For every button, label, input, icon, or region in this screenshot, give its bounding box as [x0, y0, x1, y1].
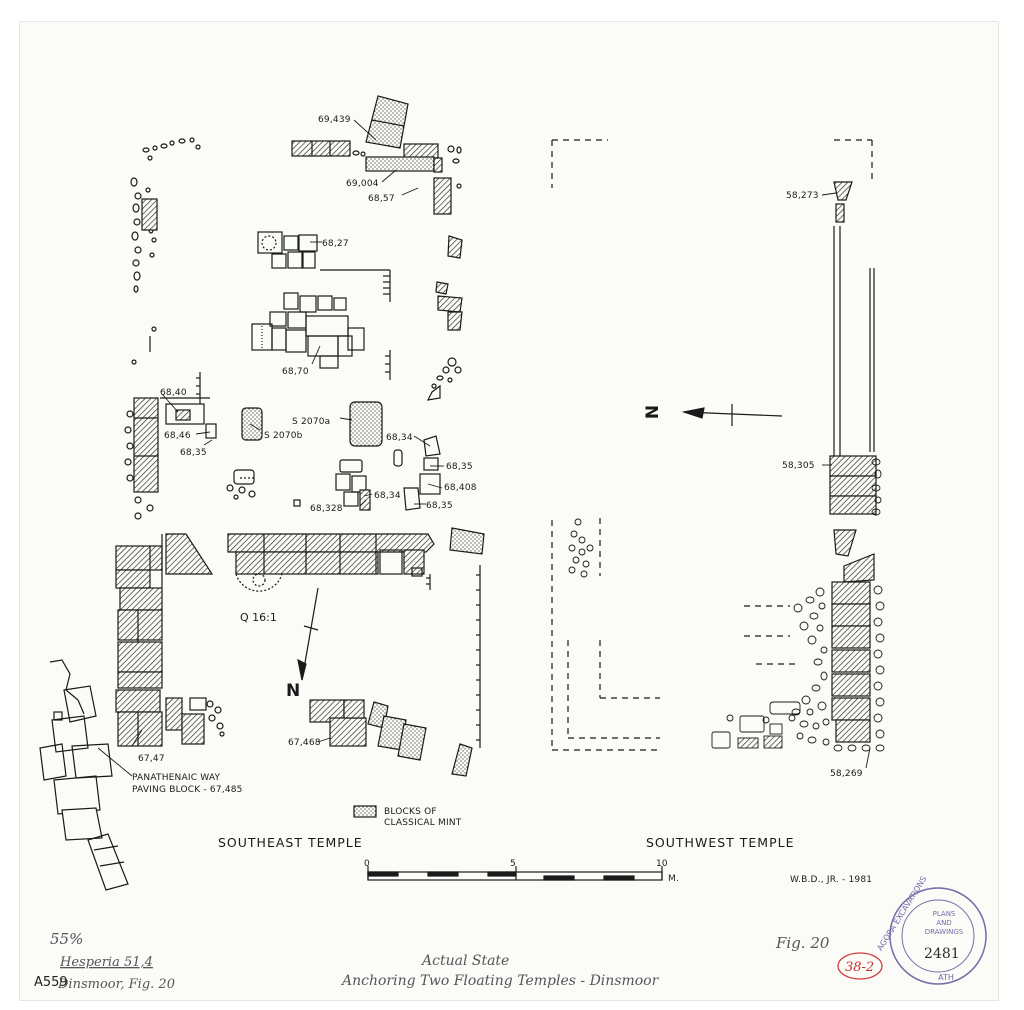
- title-southeast: SOUTHEAST TEMPLE: [218, 835, 363, 850]
- scale-unit: M.: [668, 874, 679, 884]
- label-69004: 69,004: [346, 179, 379, 189]
- block-cluster-68-27: [257, 231, 318, 269]
- southwest-corner-blocks: [115, 533, 225, 747]
- scale-tick-0: 0: [364, 859, 370, 869]
- title-southwest: SOUTHWEST TEMPLE: [646, 835, 794, 850]
- scale-tick-5: 5: [510, 859, 516, 869]
- southwest-block-stack: [829, 455, 877, 743]
- label-panathenaic-1: PANATHENAIC WAY: [132, 773, 221, 783]
- label-6857: 68,57: [368, 194, 395, 204]
- label-68408: 68,408: [444, 483, 477, 493]
- agora-stamp: [889, 887, 987, 985]
- southwest-long-walls: [833, 181, 875, 456]
- drafter-credit: W.B.D., JR. - 1981: [790, 875, 872, 885]
- label-s2070b: S 2070b: [264, 431, 303, 441]
- north-label-left: N: [286, 681, 300, 701]
- note-anchoring: Anchoring Two Floating Temples - Dinsmoo…: [340, 973, 660, 989]
- label-6840: 68,40: [160, 388, 187, 398]
- plan-labels: 69,439 69,004 68,57 68,27 68,70 68,40 68…: [132, 115, 872, 885]
- label-58305: 58,305: [782, 461, 815, 471]
- southwest-temple-outline: [551, 139, 873, 751]
- stamp-number: 2481: [924, 946, 960, 962]
- legend-swatch: [353, 805, 377, 818]
- west-wall: [124, 397, 159, 520]
- handwritten-notes: 55% Hesperia 51,4 Dinsmoor, Fig. 20 A559…: [34, 930, 874, 992]
- label-6834a: 68,34: [386, 433, 413, 443]
- label-68328: 68,328: [310, 504, 343, 514]
- stamp-and: AND: [936, 919, 951, 927]
- top-block-cluster: [291, 95, 462, 215]
- note-percent: 55%: [50, 930, 83, 948]
- block-cluster-68-70: [251, 292, 365, 369]
- note-dinsmoor: Dinsmoor, Fig. 20: [57, 977, 175, 992]
- note-number: 38-2: [845, 960, 874, 975]
- panathenaic-way-blocks: [39, 659, 129, 891]
- label-67468: 67,468: [288, 738, 321, 748]
- scale-bar: [367, 866, 663, 881]
- label-6835c: 68,35: [426, 501, 453, 511]
- stamp-plans: PLANS: [933, 910, 956, 918]
- east-side-blocks: [426, 235, 463, 401]
- label-69439: 69,439: [318, 115, 351, 125]
- scale-tick-10: 10: [656, 859, 668, 869]
- north-arrow-right: [681, 404, 783, 426]
- label-panathenaic-2: PAVING BLOCK - 67,485: [132, 785, 243, 795]
- south-foundation: [227, 527, 485, 592]
- label-6834b: 68,34: [374, 491, 401, 501]
- note-actual-state: Actual State: [420, 953, 509, 969]
- label-s2070a: S 2070a: [292, 417, 330, 427]
- note-id: A559: [34, 975, 68, 990]
- label-6870: 68,70: [282, 367, 309, 377]
- leader-lines-se: [97, 119, 444, 777]
- stamp-bottom: ATH: [938, 973, 954, 982]
- left-rubble: [130, 137, 201, 365]
- label-6835a: 68,35: [180, 448, 207, 458]
- note-hesperia: Hesperia 51,4: [59, 955, 153, 970]
- stamp-text: AGORA EXCAVATIONS PLANS AND DRAWINGS 248…: [875, 875, 963, 982]
- stamp-drawings: DRAWINGS: [925, 928, 964, 936]
- southwest-rubble: [568, 458, 885, 752]
- label-6747: 67,47: [138, 754, 165, 764]
- label-6827: 68,27: [322, 239, 349, 249]
- note-fig: Fig. 20: [775, 934, 830, 952]
- block-cluster-67-468: [309, 699, 473, 777]
- leader-lines-sw: [821, 192, 871, 769]
- label-q161: Q 16:1: [240, 611, 277, 624]
- label-58273: 58,273: [786, 191, 819, 201]
- north-arrow-left: [297, 587, 319, 681]
- ref-circle: [837, 952, 883, 980]
- legend-line-2: CLASSICAL MINT: [384, 818, 462, 828]
- legend-line-1: BLOCKS OF: [384, 807, 437, 817]
- label-6835b: 68,35: [446, 462, 473, 472]
- central-finds: [165, 401, 441, 511]
- north-label-right: N: [643, 405, 663, 419]
- foundation-lines: [160, 269, 481, 748]
- label-58269: 58,269: [830, 769, 863, 779]
- label-6846: 68,46: [164, 431, 191, 441]
